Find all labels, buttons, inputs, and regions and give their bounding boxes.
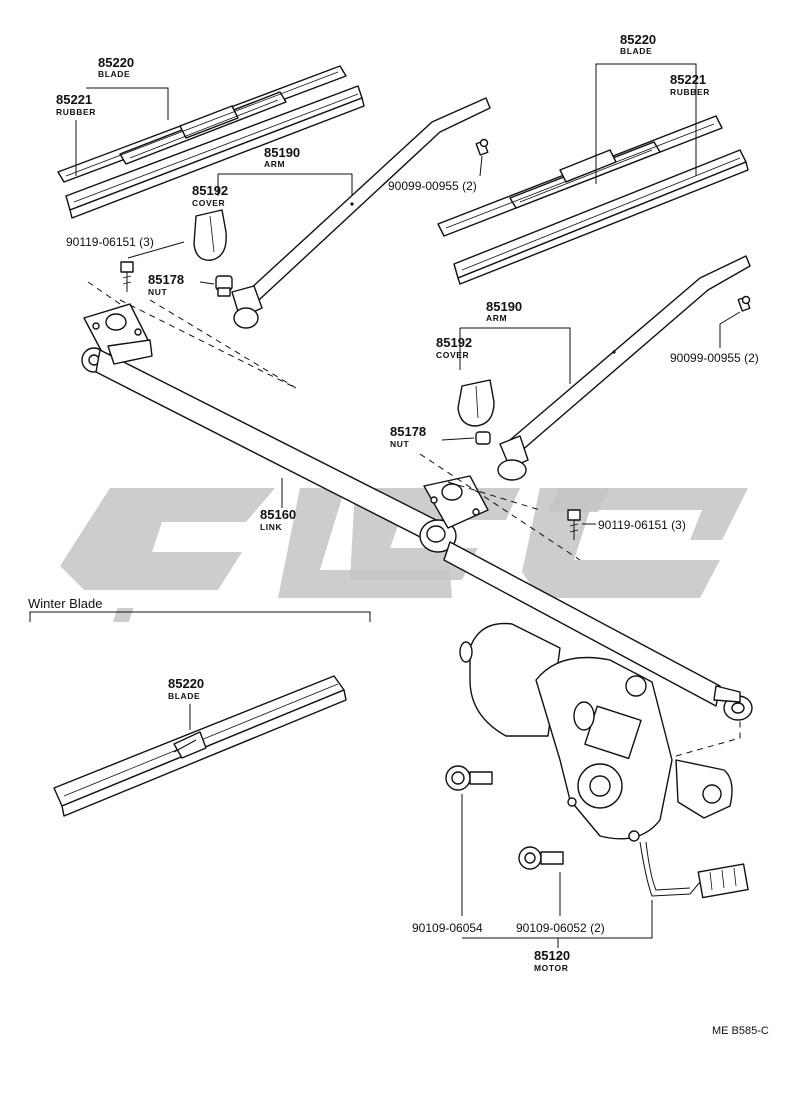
winter-blade bbox=[53, 675, 347, 817]
label-nut-right: 85178 NUT bbox=[390, 424, 426, 449]
left-bolt bbox=[120, 261, 134, 292]
part-name: LINK bbox=[260, 522, 282, 532]
left-wiper-arm bbox=[231, 97, 491, 329]
label-blade-right: 85220 BLADE bbox=[620, 32, 656, 56]
part-number: 85221 bbox=[56, 92, 92, 107]
part-number: 85192 bbox=[192, 183, 228, 198]
part-number: 85190 bbox=[264, 145, 300, 160]
part-number: 85190 bbox=[486, 299, 522, 314]
motor-bolt-small bbox=[518, 846, 564, 870]
part-name: NUT bbox=[390, 439, 409, 449]
part-number: 85220 bbox=[620, 32, 656, 47]
label-cover-left: 85192 COVER bbox=[192, 183, 228, 208]
part-name: BLADE bbox=[620, 46, 652, 56]
part-number: 85220 bbox=[168, 676, 204, 691]
wiper-motor bbox=[459, 622, 749, 899]
leader-lines bbox=[29, 63, 741, 948]
part-number: 85221 bbox=[670, 72, 706, 87]
label-motor-bolt-2: 90109-06052 (2) bbox=[516, 921, 605, 935]
right-nut bbox=[475, 431, 491, 445]
label-nut-left: 85178 NUT bbox=[148, 272, 184, 297]
label-screw-left: 90099-00955 (2) bbox=[388, 179, 477, 193]
right-pivot bbox=[419, 453, 581, 561]
label-link: 85160 LINK bbox=[260, 507, 296, 532]
label-bolt-right: 90119-06151 (3) bbox=[598, 518, 686, 532]
part-name: ARM bbox=[264, 159, 285, 169]
right-wiper-arm bbox=[497, 255, 751, 481]
winter-blade-title: Winter Blade bbox=[28, 596, 102, 611]
wiper-link-rod bbox=[81, 339, 753, 721]
part-name: MOTOR bbox=[534, 963, 568, 973]
part-name: BLADE bbox=[98, 69, 130, 79]
part-name: BLADE bbox=[168, 691, 200, 701]
label-arm-right: 85190 ARM bbox=[486, 299, 522, 323]
part-number: 85178 bbox=[390, 424, 426, 439]
part-name: RUBBER bbox=[56, 107, 96, 117]
part-name: ARM bbox=[486, 313, 507, 323]
label-rubber-right: 85221 RUBBER bbox=[670, 72, 710, 97]
part-number: 85160 bbox=[260, 507, 296, 522]
label-motor: 85120 MOTOR bbox=[534, 948, 570, 973]
right-wiper-blade bbox=[437, 115, 749, 285]
label-arm-left: 85190 ARM bbox=[264, 145, 300, 169]
part-name: NUT bbox=[148, 287, 167, 297]
label-motor-bolt-1: 90109-06054 bbox=[412, 921, 483, 935]
part-number: 85220 bbox=[98, 55, 134, 70]
part-number: 85178 bbox=[148, 272, 184, 287]
label-blade-left: 85220 BLADE bbox=[98, 55, 134, 79]
part-number: 85192 bbox=[436, 335, 472, 350]
left-screw bbox=[475, 138, 489, 156]
left-wiper-blade bbox=[57, 65, 365, 219]
left-nut bbox=[215, 275, 233, 297]
right-arm-cover bbox=[457, 379, 495, 427]
right-bolt bbox=[567, 509, 581, 540]
left-arm-cover bbox=[193, 209, 227, 261]
diagram-code: ME B585-C bbox=[712, 1025, 769, 1037]
part-number: 85120 bbox=[534, 948, 570, 963]
label-screw-right: 90099-00955 (2) bbox=[670, 351, 759, 365]
part-name: COVER bbox=[192, 198, 225, 208]
motor-bolt-large bbox=[445, 765, 493, 791]
part-name: COVER bbox=[436, 350, 469, 360]
right-screw bbox=[737, 295, 751, 312]
label-winter-blade: 85220 BLADE bbox=[168, 676, 204, 701]
label-cover-right: 85192 COVER bbox=[436, 335, 472, 360]
label-bolt-left: 90119-06151 (3) bbox=[66, 235, 154, 249]
part-name: RUBBER bbox=[670, 87, 710, 97]
label-rubber-left: 85221 RUBBER bbox=[56, 92, 96, 117]
